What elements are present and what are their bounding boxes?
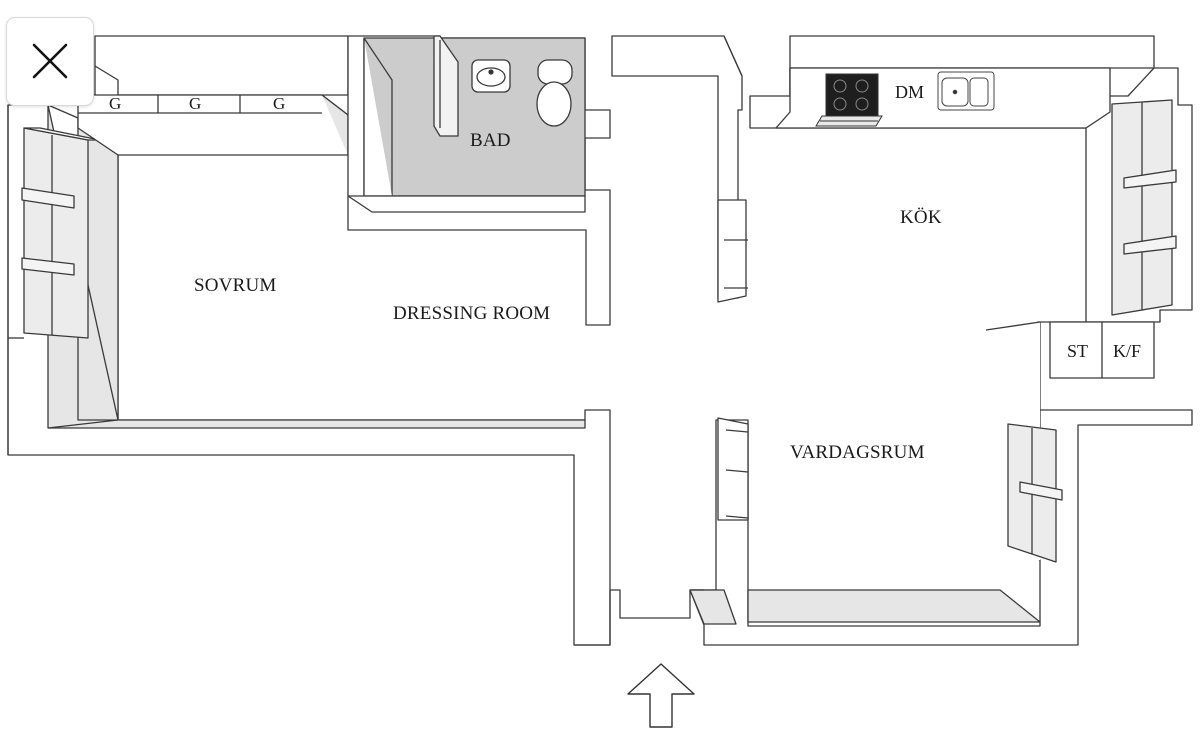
fridge-freezer-label: K/F [1113, 341, 1142, 361]
room-label-bath: BAD [470, 130, 511, 151]
radiator-west-2 [21, 257, 75, 276]
kitchen-sink [937, 71, 995, 111]
room-label-living: VARDAGSRUM [790, 442, 925, 463]
radiator-southeast [1019, 481, 1063, 501]
entrance-arrow-icon [627, 663, 695, 728]
radiator-west-1 [21, 187, 75, 209]
living-floor-strip [747, 589, 1041, 623]
room-label-bedroom: SOVRUM [194, 275, 277, 296]
shelf-upper [717, 199, 747, 303]
radiator-east-1 [1123, 169, 1177, 189]
wardrobe-label-2: G [189, 94, 202, 113]
close-icon [32, 43, 68, 79]
wardrobe-label-1: G [109, 94, 122, 113]
window-west [23, 127, 89, 339]
entrance-threshold [610, 589, 704, 619]
close-button[interactable] [6, 17, 94, 106]
shelf-lower [717, 417, 749, 521]
room-label-kitchen: KÖK [900, 207, 942, 228]
storage-label: ST [1067, 341, 1089, 361]
radiator-east-2 [1123, 235, 1177, 255]
stove [815, 73, 883, 127]
room-label-dressing: DRESSING ROOM [393, 303, 551, 324]
dishwasher-label: DM [895, 82, 925, 102]
toilet-tank [537, 59, 573, 85]
toilet-bowl [536, 81, 572, 127]
wardrobe-label-3: G [273, 94, 286, 113]
